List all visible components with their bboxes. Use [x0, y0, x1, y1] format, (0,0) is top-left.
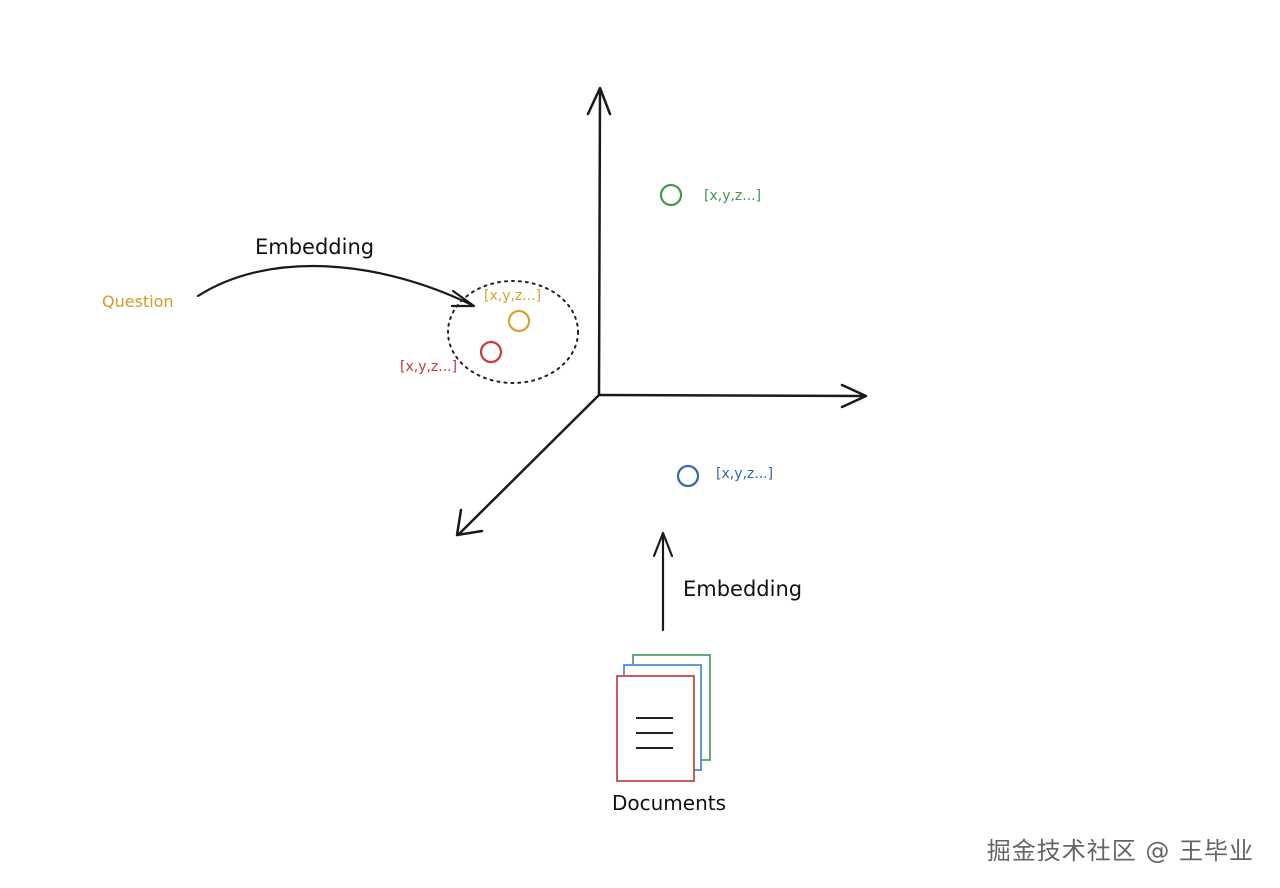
documents-icon — [616, 654, 711, 782]
question-arrowhead — [450, 289, 476, 308]
axes — [455, 86, 868, 537]
z-axis — [456, 393, 601, 537]
x-axis — [597, 393, 867, 398]
documents-arrowhead — [652, 531, 674, 558]
y-axis-arrowhead — [586, 86, 612, 116]
orange-vector-label: [x,y,z...] — [484, 288, 541, 304]
z-axis-arrowhead — [455, 508, 484, 537]
question-embedding-arrow — [196, 264, 474, 307]
green-vector-point — [659, 183, 683, 207]
y-axis — [597, 88, 602, 397]
x-axis-arrowhead — [840, 383, 868, 409]
green-vector-label: [x,y,z...] — [704, 188, 761, 204]
embedding-label-bottom: Embedding — [683, 577, 802, 601]
embedding-label-top: Embedding — [255, 235, 374, 259]
question-label: Question — [102, 292, 174, 311]
watermark: 掘金技术社区 @ 王毕业 — [986, 837, 1254, 865]
blue-vector-point — [676, 464, 700, 488]
document-front-page — [616, 675, 695, 782]
red-vector-point — [479, 340, 503, 364]
similarity-cluster — [447, 280, 579, 384]
red-vector-label: [x,y,z...] — [400, 359, 457, 375]
orange-vector-point — [507, 309, 531, 333]
documents-label: Documents — [612, 791, 726, 815]
blue-vector-label: [x,y,z...] — [716, 466, 773, 482]
